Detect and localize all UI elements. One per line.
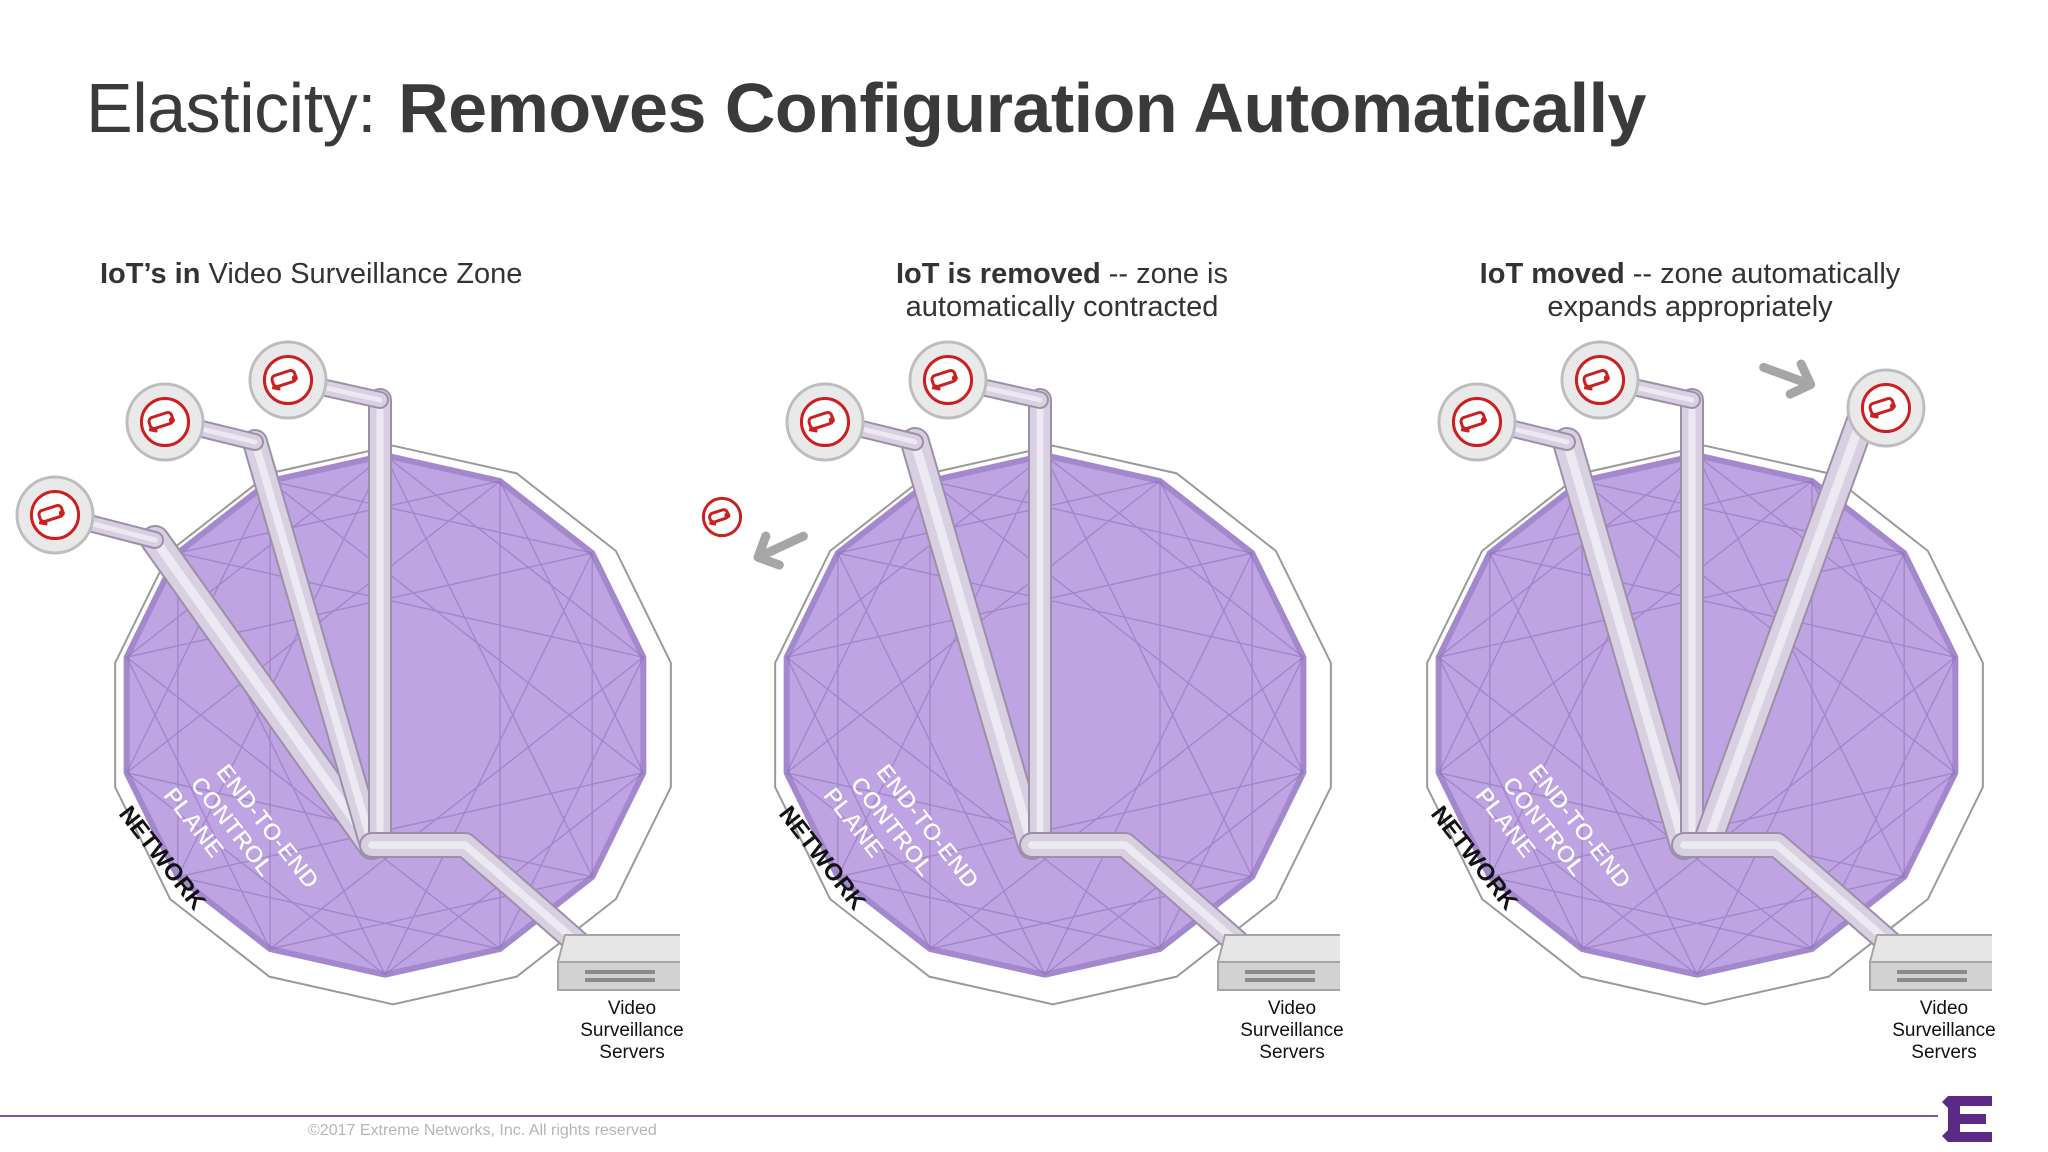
panel-1-caption-rest: Video Surveillance Zone [200, 258, 523, 290]
server-label-line-3: Servers [599, 1042, 665, 1063]
network-outline [1426, 444, 1984, 1006]
title-bold: Removes Configuration Automatically [398, 69, 1646, 147]
panel-2-caption-rest: -- zone is [1100, 258, 1228, 290]
geodesic-grid [786, 454, 1304, 976]
server-label-line-1: Video [1919, 998, 1969, 1019]
footer-divider [0, 1115, 1938, 1117]
camera-icon [785, 382, 865, 462]
camera-icon [1560, 340, 1640, 420]
server-label-line-1: Video [1267, 998, 1317, 1019]
camera-icon [1437, 382, 1517, 462]
network-links [140, 388, 593, 958]
network-outline [114, 444, 672, 1006]
panel-2-caption-bold: IoT is removed [896, 258, 1101, 290]
panel-3-caption: IoT moved -- zone automatically expands … [1420, 258, 1960, 324]
server-label-line-2: Surveillance [580, 1020, 684, 1041]
server-label-line-1: Video [607, 998, 657, 1019]
network-links [1552, 388, 1905, 958]
server-icon [1216, 934, 1340, 991]
copyright: ©2017 Extreme Networks, Inc. All rights … [308, 1122, 657, 1139]
server-label-line-2: Surveillance [1892, 1020, 1996, 1041]
panel-1-caption: IoT’s in Video Surveillance Zone [100, 258, 560, 291]
panel-3-caption-rest: -- zone automatically [1624, 258, 1901, 290]
camera-icon [1846, 368, 1926, 448]
camera-icon [15, 475, 95, 555]
server-label-line-3: Servers [1259, 1042, 1325, 1063]
camera-icon [125, 382, 205, 462]
network-links [900, 388, 1253, 958]
panel-3-caption-bold: IoT moved [1479, 258, 1625, 290]
title-light: Elasticity: [86, 69, 377, 147]
network-outline [774, 444, 1332, 1006]
extreme-logo-icon [1942, 1092, 1998, 1151]
slide-title: Elasticity: Removes Configuration Automat… [86, 68, 1646, 148]
server-label-line-3: Servers [1911, 1042, 1977, 1063]
arrow-icon [1759, 359, 1816, 399]
server-icon [1868, 934, 1992, 991]
camera-icon [908, 340, 988, 420]
server-icon [556, 934, 680, 991]
panel-2-caption: IoT is removed -- zone is automatically … [822, 258, 1302, 324]
panel-2-caption-line2: automatically contracted [905, 291, 1219, 323]
arrow-icon [753, 531, 808, 570]
panel-3-caption-line2: expands appropriately [1547, 291, 1833, 323]
camera-icon [701, 496, 743, 538]
panel-1-caption-bold: IoT’s in [100, 258, 201, 290]
server-label-line-2: Surveillance [1240, 1020, 1344, 1041]
geodesic-grid [126, 454, 644, 976]
geodesic-grid [1438, 454, 1956, 976]
camera-icon [248, 340, 328, 420]
